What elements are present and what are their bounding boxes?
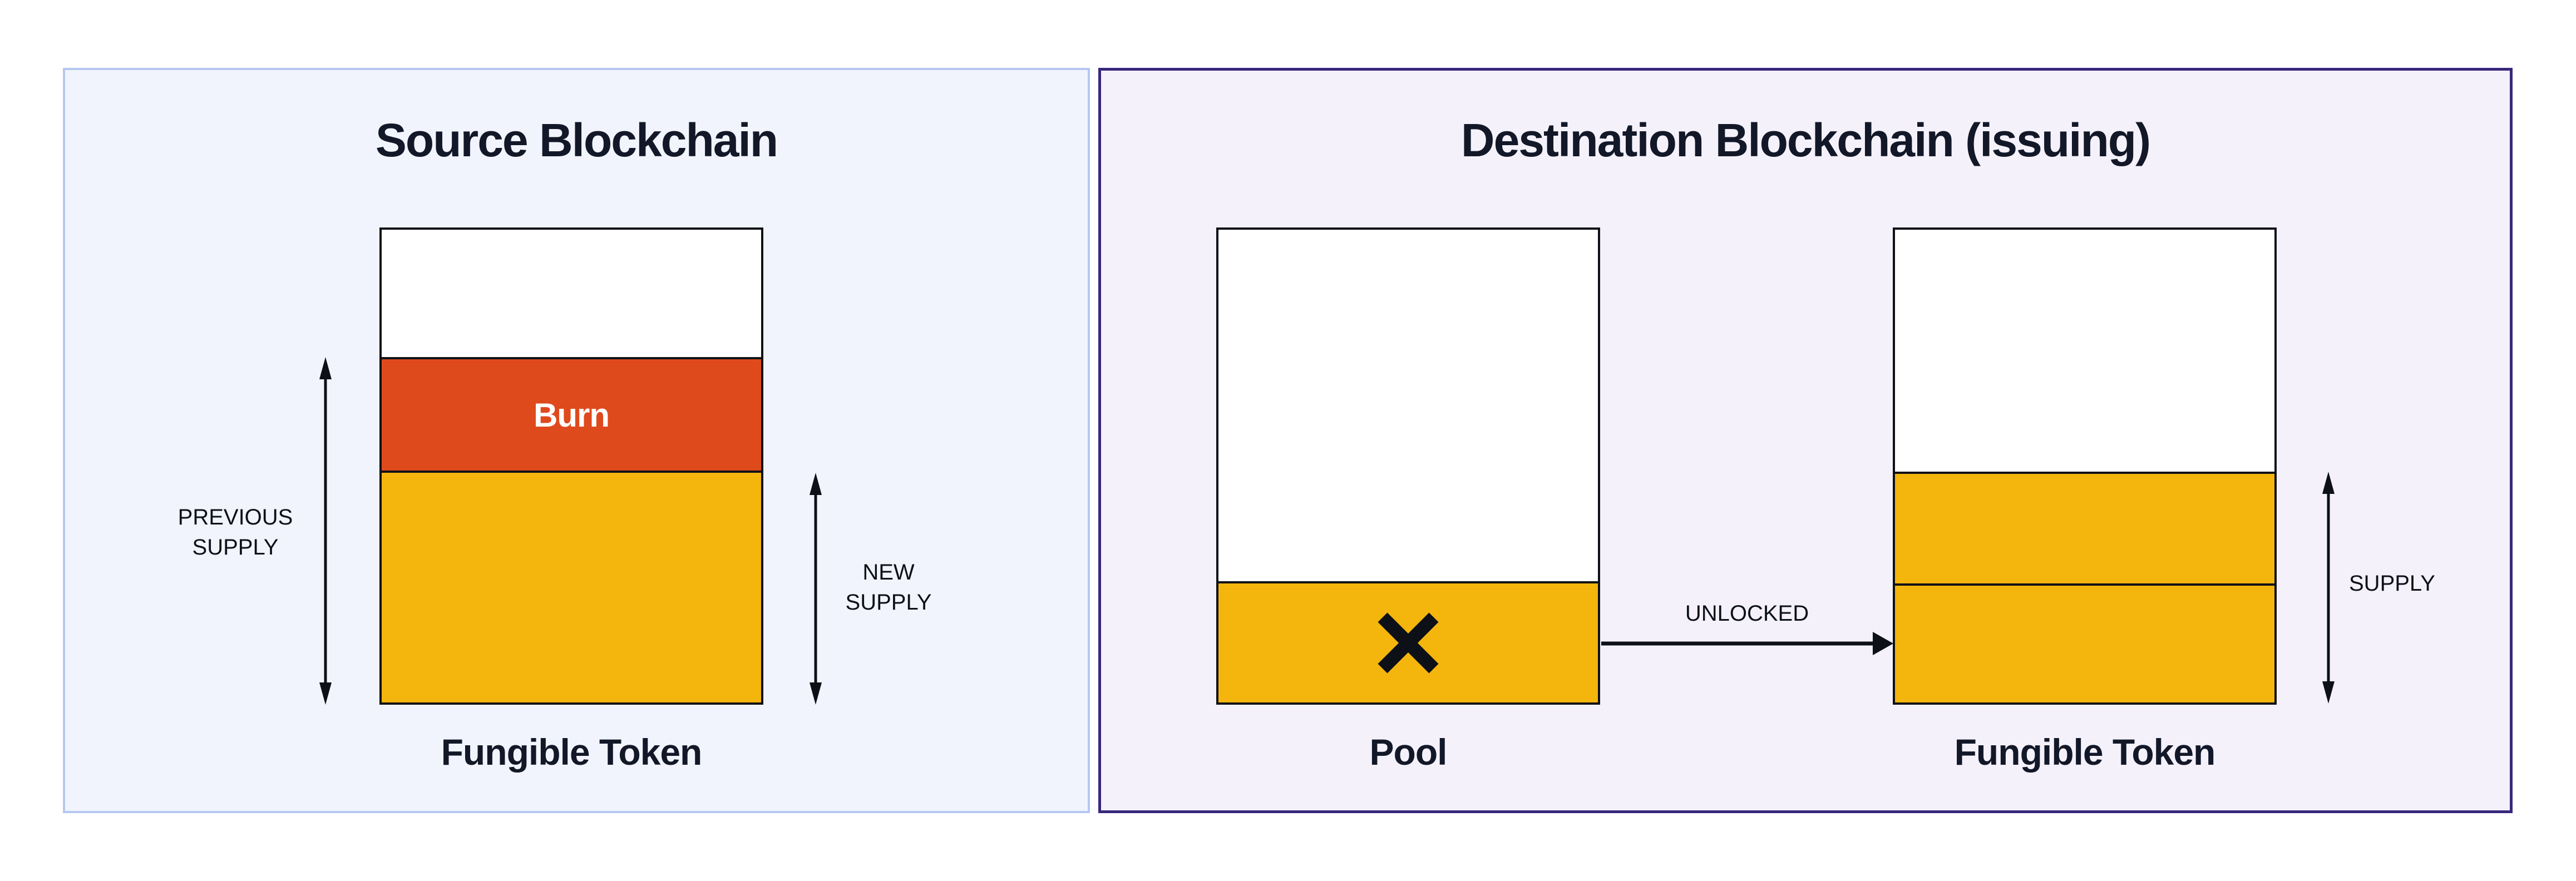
supply-range-arrow-icon (2322, 472, 2335, 704)
destination-bar-existing-segment (1895, 586, 2274, 702)
source-panel-title: Source Blockchain (375, 114, 778, 166)
supply-annotation: SUPPLY (2349, 571, 2435, 596)
x-icon (1378, 612, 1439, 674)
pool-bar-locked-segment (1218, 581, 1598, 702)
destination-token-bar-caption: Fungible Token (1954, 731, 2216, 773)
destination-token-bar (1893, 227, 2277, 705)
source-bar-empty-segment (382, 230, 761, 357)
burn-segment-label: Burn (534, 396, 610, 434)
destination-bar-empty-segment (1895, 230, 2274, 472)
unlocked-arrow-icon (1601, 632, 1893, 655)
destination-panel-title: Destination Blockchain (issuing) (1460, 114, 2151, 166)
source-token-bar-caption: Fungible Token (441, 731, 703, 773)
pool-bar-empty-segment (1218, 230, 1598, 581)
pool-bar (1216, 227, 1600, 705)
previous-supply-annotation: PREVIOUS SUPPLY (177, 505, 293, 560)
new-supply-annotation: NEW SUPPLY (845, 560, 932, 615)
new-supply-range-arrow-icon (810, 473, 822, 705)
source-bar-burn-segment: Burn (382, 357, 761, 473)
pool-bar-caption: Pool (1369, 731, 1448, 773)
destination-bar-unlocked-segment (1895, 472, 2274, 586)
unlocked-annotation: UNLOCKED (1685, 601, 1809, 626)
source-bar-supply-segment (382, 473, 761, 702)
previous-supply-range-arrow-icon (319, 357, 332, 705)
source-token-bar: Burn (379, 227, 763, 705)
